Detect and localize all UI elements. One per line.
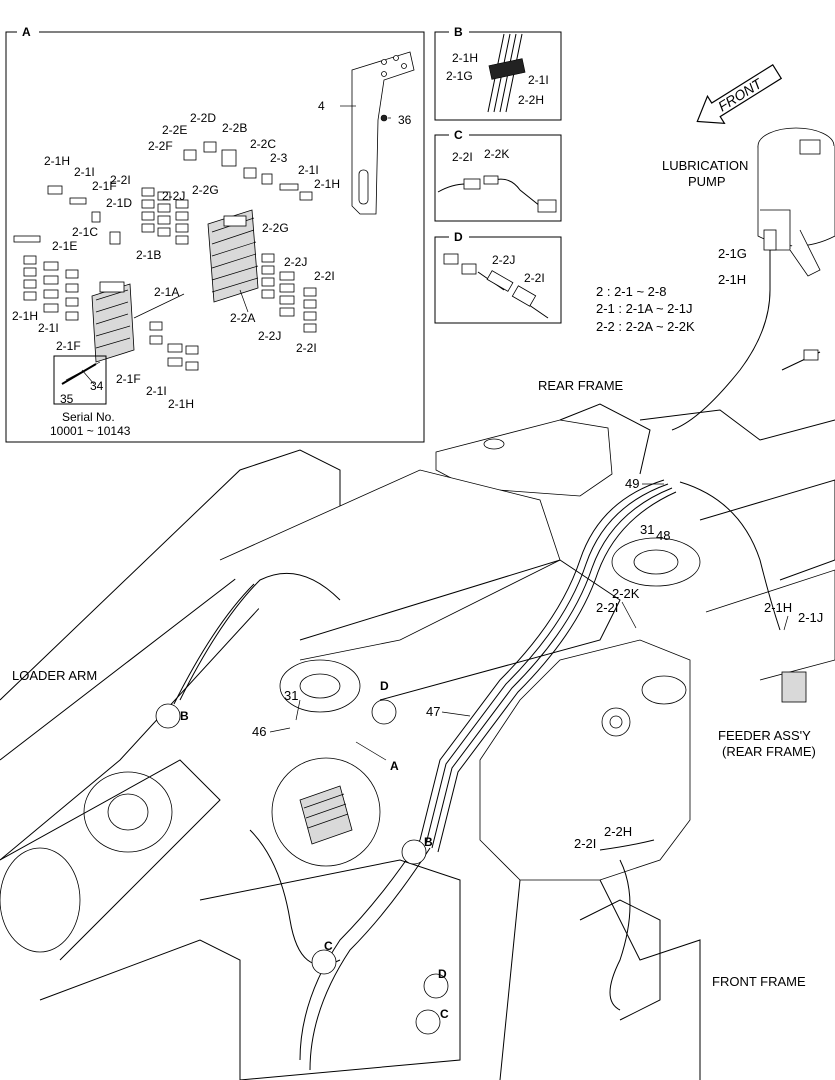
part-label: 2-1H (168, 397, 194, 411)
machine-drawing (0, 403, 835, 1080)
part-label: 2-1G (718, 246, 747, 261)
part-label: B (424, 835, 433, 849)
detail-box-a: A (5, 24, 425, 443)
part-label: 34 (90, 379, 104, 393)
part-label: 2-2I (452, 150, 473, 164)
part-label: D (380, 679, 389, 693)
part-label: D (438, 967, 447, 981)
front-frame-label: FRONT FRAME (712, 974, 806, 989)
part-label: 2-1F (92, 179, 117, 193)
part-label: A (390, 759, 399, 773)
part-label: 35 (60, 392, 74, 406)
part-label: 2-1H (314, 177, 340, 191)
lubrication-pump (671, 127, 835, 431)
part-label: 31 (640, 522, 654, 537)
part-label: 2-1I (298, 163, 319, 177)
rear-frame-label: REAR FRAME (538, 378, 624, 393)
detail-box-d: D 2-2J 2-2I (434, 229, 562, 324)
part-label: 2-2I (110, 173, 131, 187)
part-label: 2-2I (596, 600, 618, 615)
part-label: 2-2A (230, 311, 255, 325)
part-label: 2-2J (284, 255, 307, 269)
part-label: 2-1G (446, 69, 473, 83)
part-label: 2-2C (250, 137, 276, 151)
part-label: C (454, 128, 463, 142)
part-label: 2-1I (74, 165, 95, 179)
front-arrow: FRONT (696, 64, 783, 125)
detail-box-c: C 2-2I 2-2K (434, 127, 562, 222)
feeder-label-1: FEEDER ASS'Y (718, 728, 811, 743)
part-label: Serial No. (62, 410, 115, 424)
part-label: 2-2I (574, 836, 596, 851)
legend: 2 : 2-1 ~ 2-8 2-1 : 2-1A ~ 2-1J 2-2 : 2-… (596, 284, 695, 334)
part-label: C (324, 939, 333, 953)
part-label: 2-1F (56, 339, 81, 353)
part-label: 4 (318, 99, 325, 113)
part-label: 2-2H (518, 93, 544, 107)
part-label: 2-2E (162, 123, 187, 137)
detail-box-b: B 2-1H 2-1G 2-1I 2-2H (434, 24, 562, 121)
part-label: 49 (625, 476, 639, 491)
lube-hoses (173, 479, 781, 1071)
part-label: 2-1H (12, 309, 38, 323)
part-label: 2-2 : 2-2A ~ 2-2K (596, 319, 695, 334)
part-label: 2-1H (764, 600, 792, 615)
detail-a-title: A (22, 25, 31, 39)
part-label: 2-1H (452, 51, 478, 65)
part-label: 2-2J (492, 253, 515, 267)
part-label: 47 (426, 704, 440, 719)
part-label: 46 (252, 724, 266, 739)
feeder-label-2: (REAR FRAME) (722, 744, 816, 759)
part-label: 48 (656, 528, 670, 543)
part-label: 2-2I (314, 269, 335, 283)
feeder-rear (781, 671, 807, 703)
part-label: 2-1H (44, 154, 70, 168)
part-label: 2-1H (718, 272, 746, 287)
part-label: 2-1I (146, 384, 167, 398)
part-label: 2-1D (106, 196, 132, 210)
part-label: 2-1J (798, 610, 823, 625)
part-label: 31 (284, 688, 298, 703)
block-2-1a (91, 281, 135, 363)
part-label: B (454, 25, 463, 39)
block-2-2a (207, 209, 259, 303)
part-label: 36 (398, 113, 412, 127)
part-label: 2-2G (192, 183, 219, 197)
part-label: 2-1C (72, 225, 98, 239)
part-label: 2-1E (52, 239, 77, 253)
part-label: B (180, 709, 189, 723)
part-label: 2-1F (116, 372, 141, 386)
lubrication-pump-label-1: LUBRICATION (662, 158, 748, 173)
part-label: 2-2K (612, 586, 640, 601)
part-label: C (440, 1007, 449, 1021)
part-label: 2-2K (484, 147, 509, 161)
part-label: 2-1I (38, 321, 59, 335)
part-label: 2-2G (262, 221, 289, 235)
front-label: FRONT (715, 75, 766, 115)
part-label: 2-2B (222, 121, 247, 135)
part-label: 2-2F (148, 139, 173, 153)
part-label: 2-2I (524, 271, 545, 285)
part-label: 2-2I (296, 341, 317, 355)
part-label: D (454, 230, 463, 244)
loader-arm-label: LOADER ARM (12, 668, 97, 683)
part-label: 2-2D (190, 111, 216, 125)
part-label: 10001 ~ 10143 (50, 424, 131, 438)
part-label: 2 : 2-1 ~ 2-8 (596, 284, 666, 299)
lubrication-pump-label-2: PUMP (688, 174, 726, 189)
part-label: 2-1 : 2-1A ~ 2-1J (596, 301, 692, 316)
part-label: 2-2J (162, 189, 185, 203)
part-label: 2-1I (528, 73, 549, 87)
part-label: 2-2H (604, 824, 632, 839)
part-label: 2-3 (270, 151, 288, 165)
feeder-center (299, 785, 353, 845)
part-label: 2-1A (154, 285, 179, 299)
part-label: 2-1B (136, 248, 161, 262)
part-label: 2-2J (258, 329, 281, 343)
